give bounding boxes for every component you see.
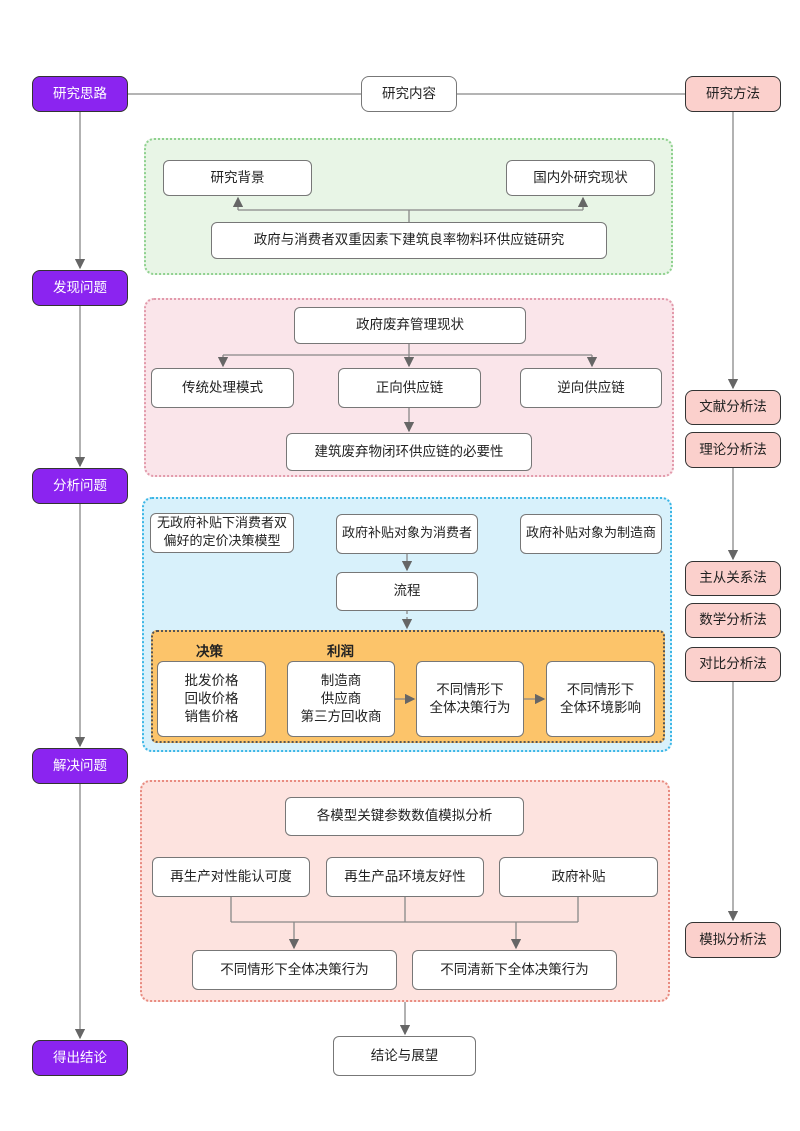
header-research-method[interactable]: 研究方法 [685, 76, 781, 112]
result-decision-1[interactable]: 不同情形下全体决策行为 [192, 950, 397, 990]
profit-box[interactable]: 制造商 供应商 第三方回收商 [287, 661, 395, 737]
model-subsidy-consumer[interactable]: 政府补贴对象为消费者 [336, 514, 478, 554]
param-performance[interactable]: 再生产对性能认可度 [152, 857, 310, 897]
param-environment[interactable]: 再生产品环境友好性 [326, 857, 484, 897]
model-subsidy-manufacturer[interactable]: 政府补贴对象为制造商 [520, 514, 662, 554]
method-theory[interactable]: 理论分析法 [685, 432, 781, 468]
process-box[interactable]: 流程 [336, 572, 478, 611]
step-solve-problem[interactable]: 解决问题 [32, 748, 128, 784]
behavior-box[interactable]: 不同情形下 全体决策行为 [416, 661, 524, 737]
method-stackelberg[interactable]: 主从关系法 [685, 561, 781, 596]
method-literature[interactable]: 文献分析法 [685, 390, 781, 425]
method-simulation[interactable]: 模拟分析法 [685, 922, 781, 958]
decision-box[interactable]: 批发价格 回收价格 销售价格 [157, 661, 266, 737]
closed-loop-necessity[interactable]: 建筑废弃物闭环供应链的必要性 [286, 433, 532, 471]
param-subsidy[interactable]: 政府补贴 [499, 857, 658, 897]
environment-box[interactable]: 不同情形下 全体环境影响 [546, 661, 655, 737]
step-research-idea[interactable]: 研究思路 [32, 76, 128, 112]
method-math[interactable]: 数学分析法 [685, 603, 781, 638]
research-topic[interactable]: 政府与消费者双重因素下建筑良率物料环供应链研究 [211, 222, 607, 259]
traditional-mode[interactable]: 传统处理模式 [151, 368, 294, 408]
method-comparison[interactable]: 对比分析法 [685, 647, 781, 682]
research-background[interactable]: 研究背景 [163, 160, 312, 196]
step-find-problem[interactable]: 发现问题 [32, 270, 128, 306]
research-status[interactable]: 国内外研究现状 [506, 160, 655, 196]
forward-supply-chain[interactable]: 正向供应链 [338, 368, 481, 408]
profit-label: 利润 [327, 644, 354, 660]
step-conclusion[interactable]: 得出结论 [32, 1040, 128, 1076]
simulation-analysis[interactable]: 各模型关键参数数值模拟分析 [285, 797, 524, 836]
model-no-subsidy[interactable]: 无政府补贴下消费者双 偏好的定价决策模型 [150, 513, 294, 553]
conclusion-outlook[interactable]: 结论与展望 [333, 1036, 476, 1076]
decision-label: 决策 [196, 644, 223, 660]
waste-management-status[interactable]: 政府废弃管理现状 [294, 307, 526, 344]
result-decision-2[interactable]: 不同清新下全体决策行为 [412, 950, 617, 990]
header-research-content[interactable]: 研究内容 [361, 76, 457, 112]
reverse-supply-chain[interactable]: 逆向供应链 [520, 368, 662, 408]
step-analyze-problem[interactable]: 分析问题 [32, 468, 128, 504]
